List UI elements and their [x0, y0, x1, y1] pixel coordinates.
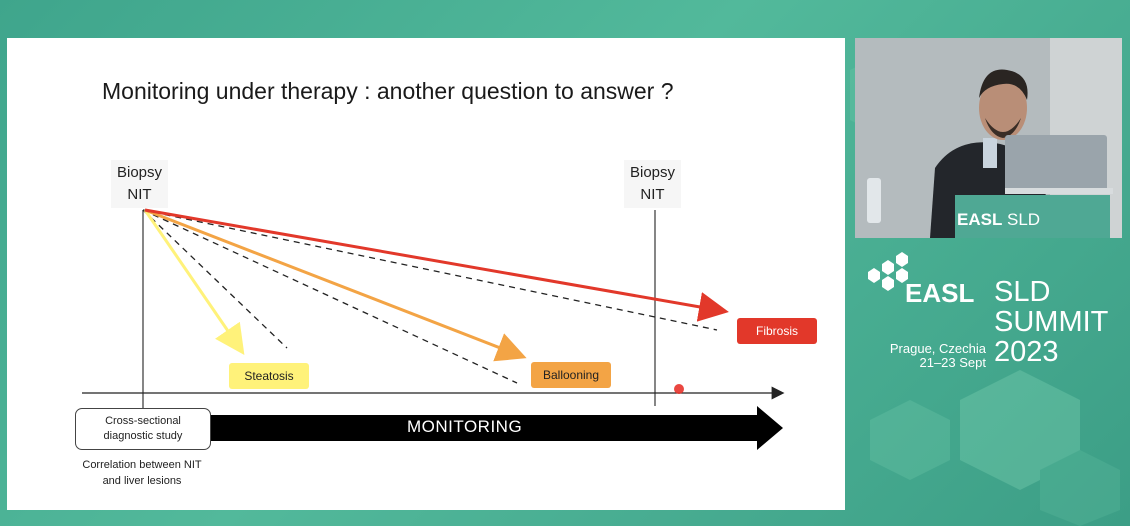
right-nit-text: NIT — [640, 186, 665, 203]
laptop — [1005, 135, 1107, 193]
diagnostic-study-text: diagnostic study — [103, 430, 183, 442]
correlation-line-2: and liver lesions — [102, 475, 182, 487]
monitoring-arrow — [207, 406, 783, 450]
event-location: Prague, Czechia — [889, 341, 986, 356]
slide-title: Monitoring under therapy : another quest… — [102, 78, 674, 104]
podium-event: SLD — [1007, 210, 1041, 229]
correlation-note: Correlation between NIT and liver lesion… — [65, 457, 219, 489]
left-biopsy-text: Biopsy — [117, 164, 163, 181]
event-name-sld: SLD — [994, 276, 1051, 308]
presentation-slide: Monitoring under therapy : another quest… — [7, 38, 845, 510]
podium-logo: EASL — [957, 210, 1003, 229]
speaker-video: EASL SLD — [855, 38, 1122, 238]
monitoring-label: MONITORING — [407, 417, 523, 436]
water-bottle — [867, 178, 881, 223]
right-biopsy-text: Biopsy — [630, 164, 676, 181]
fibrosis-arrow — [144, 208, 729, 322]
speaker-scene — [855, 38, 1122, 238]
dashed-line-steatosis — [142, 209, 288, 349]
easl-logo: EASL — [905, 278, 975, 308]
speaker-head — [979, 76, 1027, 140]
steatosis-arrow — [143, 209, 245, 355]
dashed-line-fibrosis — [142, 209, 718, 331]
correlation-line-1: Correlation between NIT — [82, 459, 202, 471]
fibrosis-tag: Fibrosis — [737, 318, 817, 344]
cross-sectional-text: Cross-sectional — [105, 415, 181, 427]
left-biopsy-nit-label: Biopsy NIT — [111, 160, 169, 208]
ballooning-tag: Ballooning — [531, 362, 611, 388]
podium — [955, 195, 1110, 238]
dashed-line-ballooning — [142, 209, 518, 384]
laser-pointer-dot — [674, 384, 684, 394]
event-name-summit: SUMMIT — [994, 306, 1109, 338]
easl-logo-icon — [868, 252, 908, 291]
event-dates: 21–23 Sept — [919, 355, 986, 370]
right-biopsy-nit-label: Biopsy NIT — [624, 160, 682, 208]
timeline-diagram — [82, 208, 785, 450]
steatosis-tag: Steatosis — [229, 363, 309, 389]
event-year: 2023 — [994, 336, 1059, 368]
ballooning-arrow — [144, 208, 527, 362]
cross-sectional-box: Cross-sectional diagnostic study — [75, 408, 211, 450]
left-nit-text: NIT — [127, 186, 152, 203]
